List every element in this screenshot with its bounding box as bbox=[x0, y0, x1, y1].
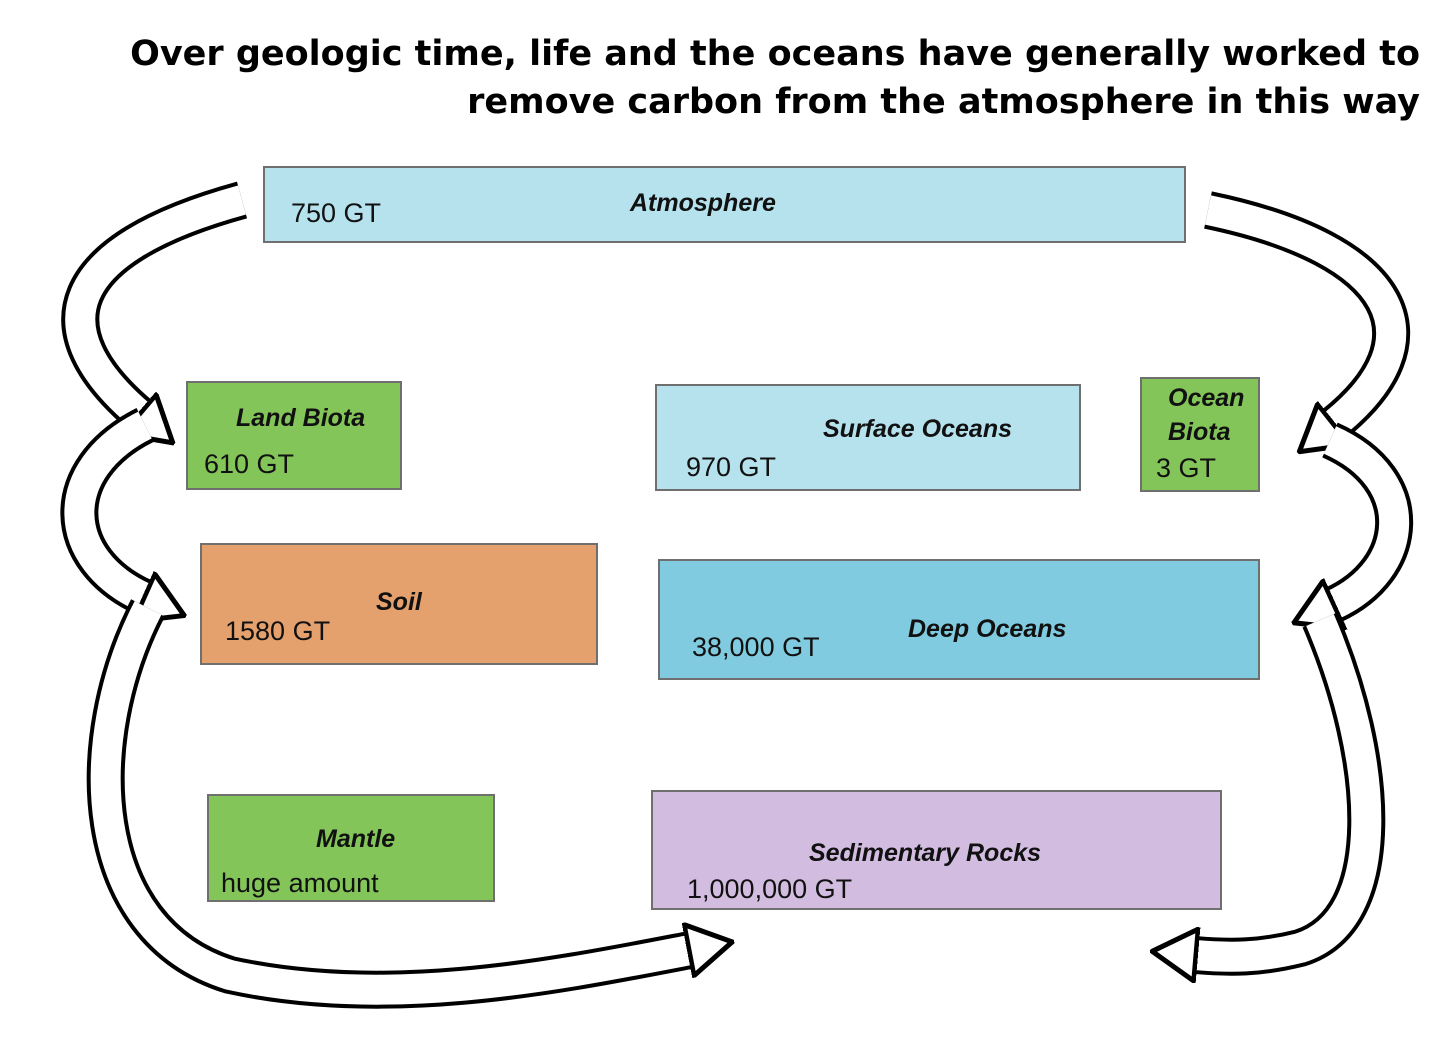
deep-oceans-label: Deep Oceans bbox=[908, 615, 1067, 643]
ocean-biota-label-line-1: Ocean bbox=[1168, 384, 1245, 412]
sedimentary-rocks-label: Sedimentary Rocks bbox=[809, 839, 1042, 867]
reservoir-land-biota: Land Biota 610 GT bbox=[186, 381, 402, 490]
deep-oceans-amount: 38,000 GT bbox=[692, 632, 820, 662]
soil-label: Soil bbox=[376, 588, 422, 616]
reservoir-mantle: Mantle huge amount bbox=[207, 794, 495, 902]
atmosphere-amount: 750 GT bbox=[291, 198, 382, 228]
ocean-biota-label-line-2: Biota bbox=[1168, 418, 1231, 446]
flow-ocean-biota-to-deep-oceans bbox=[1330, 426, 1410, 605]
reservoir-deep-oceans: 38,000 GT Deep Oceans bbox=[658, 559, 1260, 680]
diagram-headline: Over geologic time, life and the oceans … bbox=[20, 30, 1420, 126]
flow-land-biota-to-soil bbox=[64, 411, 145, 598]
land-biota-label: Land Biota bbox=[236, 404, 366, 432]
surface-oceans-label: Surface Oceans bbox=[823, 415, 1012, 443]
land-biota-amount: 610 GT bbox=[204, 449, 295, 479]
flow-atmosphere-to-ocean-biota bbox=[1204, 195, 1407, 425]
soil-amount: 1580 GT bbox=[225, 616, 331, 646]
flow-atmosphere-to-land-biota bbox=[65, 185, 246, 415]
flow-deep-oceans-to-sedimentary-rocks bbox=[1195, 614, 1382, 957]
flow-soil-to-sedimentary-rocks bbox=[90, 601, 690, 1005]
mantle-amount: huge amount bbox=[221, 868, 379, 898]
headline-line-1: Over geologic time, life and the oceans … bbox=[130, 34, 1420, 74]
ocean-biota-amount: 3 GT bbox=[1156, 453, 1217, 483]
surface-oceans-amount: 970 GT bbox=[686, 452, 777, 482]
reservoir-ocean-biota: Ocean Biota 3 GT bbox=[1140, 377, 1260, 492]
sedimentary-rocks-amount: 1,000,000 GT bbox=[687, 874, 853, 904]
reservoir-surface-oceans: Surface Oceans 970 GT bbox=[655, 384, 1081, 491]
mantle-label: Mantle bbox=[316, 825, 396, 853]
headline-line-2: remove carbon from the atmosphere in thi… bbox=[467, 82, 1420, 122]
reservoir-sedimentary-rocks: Sedimentary Rocks 1,000,000 GT bbox=[651, 790, 1222, 910]
reservoir-atmosphere: 750 GT Atmosphere bbox=[263, 166, 1186, 243]
atmosphere-label: Atmosphere bbox=[630, 189, 776, 217]
reservoir-soil: Soil 1580 GT bbox=[200, 543, 598, 665]
